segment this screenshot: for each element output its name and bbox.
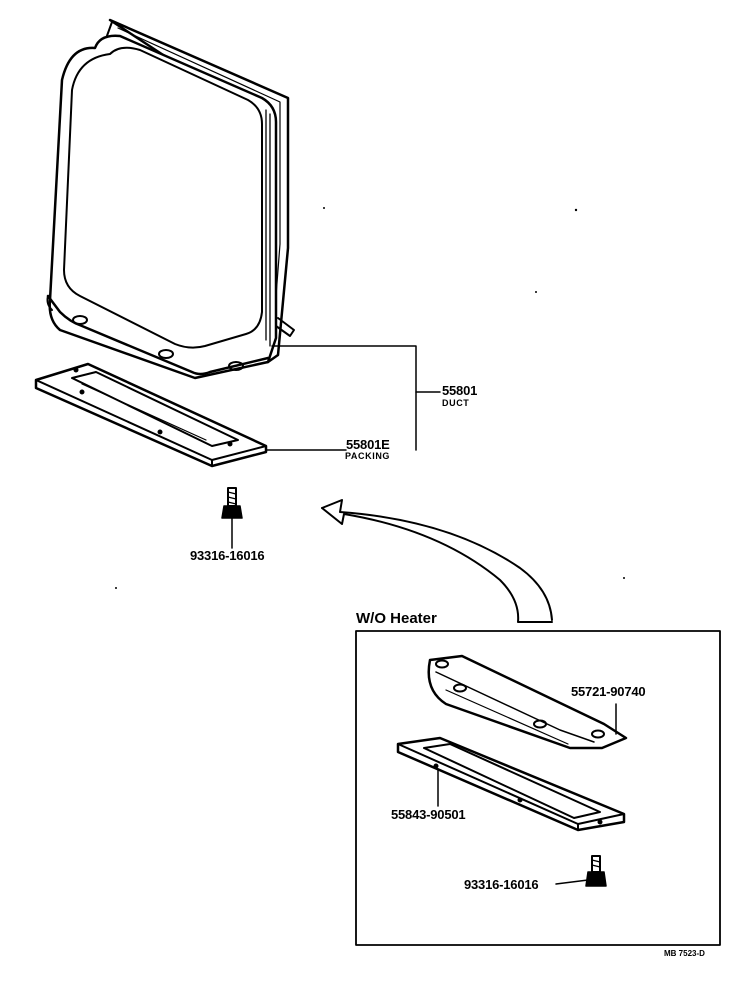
packing-name: PACKING bbox=[345, 451, 391, 461]
bolt-icon bbox=[221, 487, 243, 549]
packing-part-number: 55801E bbox=[346, 437, 390, 452]
duct-icon bbox=[46, 18, 295, 380]
inset-gasket-part-number: 55843-90501 bbox=[391, 807, 466, 822]
inset-bolt-part-number: 93316-16016 bbox=[464, 877, 539, 892]
scan-specks bbox=[115, 207, 625, 589]
cover-plate-icon bbox=[427, 654, 628, 750]
duct-name: DUCT bbox=[442, 398, 470, 408]
bolt-part-number: 93316-16016 bbox=[190, 548, 265, 563]
direction-arrow-icon bbox=[321, 499, 553, 623]
inset-gasket-icon bbox=[396, 736, 626, 832]
inset-cover-part-number: 55721-90740 bbox=[571, 684, 646, 699]
packing-gasket-icon bbox=[34, 362, 268, 468]
leader-lines bbox=[265, 345, 441, 451]
inset-bolt-icon bbox=[555, 855, 607, 887]
duct-part-number: 55801 bbox=[442, 383, 478, 398]
inset-title: W/O Heater bbox=[356, 610, 437, 627]
drawing-code: MB 7523-D bbox=[664, 949, 705, 958]
inset-frame bbox=[355, 630, 721, 946]
